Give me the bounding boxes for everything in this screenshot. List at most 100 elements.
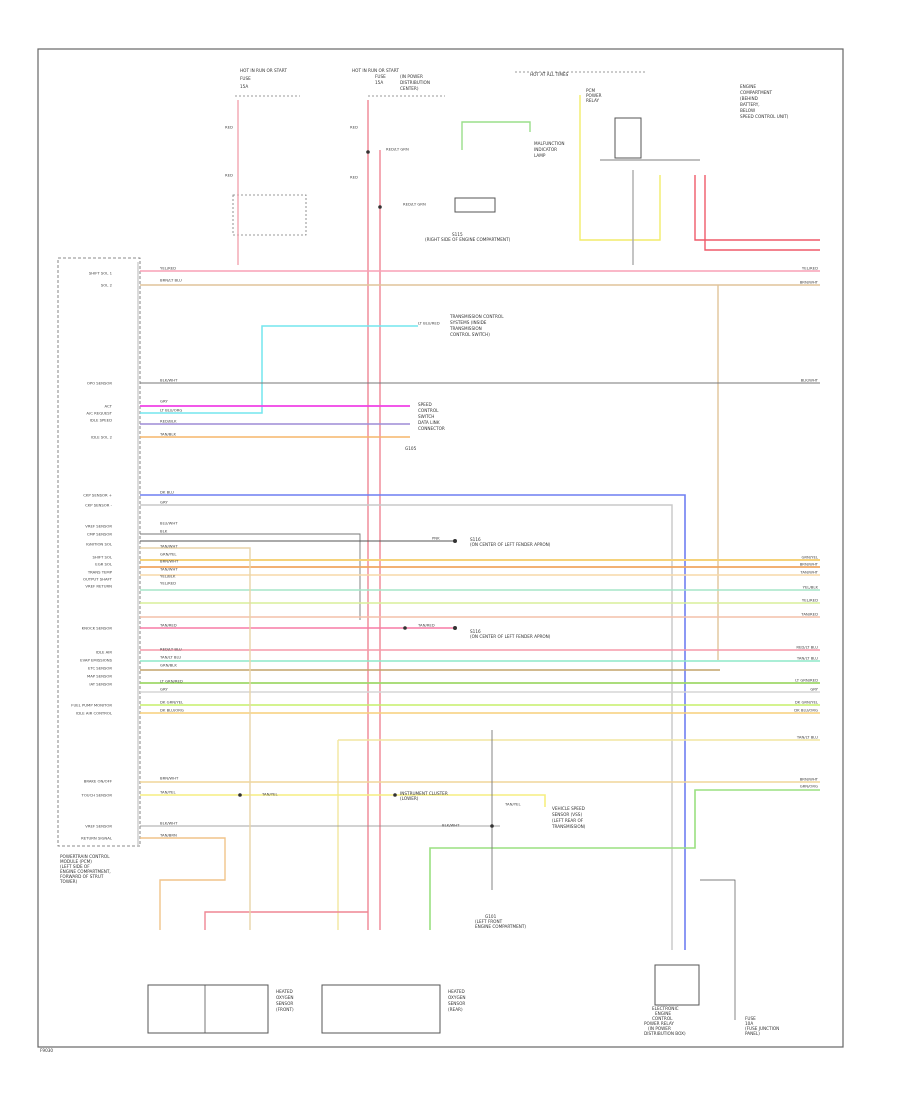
wire-label: TAN/BLK [159,432,176,437]
right-wire-label: LT GRN/RED [795,678,818,683]
wire-label: RED/BLK [160,419,177,424]
right-wire-label: YEL/BLK [803,585,819,590]
vss-label: VEHICLE SPEED SENSOR (VSS) (LEFT REAR OF… [551,806,586,829]
pcm-pin-label: IDLE AIR [96,650,112,655]
heated-o2-rear-box [321,984,441,1034]
splice-mid-label: S116 (ON CENTER OF LEFT FENDER APRON) [470,537,551,547]
wire-label: TAN/BRN [159,833,177,838]
wire-label: BRN/WHT [160,559,179,564]
right-wire-label: BRN/WHT [800,280,819,285]
wire-label: TAN/RED [417,623,435,628]
wire-label: YEL/BLK [160,574,176,579]
instrument-cluster-label: INSTRUMENT CLUSTER (LOWER) [400,791,449,801]
pcm-pin-label: FUEL PUMP MONITOR [71,703,112,708]
wire-tan-lt-blu-2 [337,739,820,930]
pcm-pin-label: OPO SENSOR [87,381,113,386]
shield-label: MALFUNCTION INDICATOR LAMP [534,141,566,158]
wire-brn-wht-b [140,547,251,930]
wire-group [140,95,820,950]
wire-blue [140,494,686,950]
splice-dot [378,205,382,209]
pcm-pin-label: A/C REQUEST [86,411,112,416]
pcm-pin-label: OUTPUT SHAFT [83,577,113,582]
pcm-pin-label: TRANS TEMP [87,570,113,575]
hot-run-left-label: HOT IN RUN OR START FUSE 15A [240,68,288,89]
wire-label: LT GRN/RED [160,679,183,684]
trans-note-label: TRANSMISSION CONTROL SYSTEMS (INSIDE TRA… [449,314,505,337]
wire-label: GRN/BLK [160,663,177,668]
wire-label: LT BLU/ORG [160,408,182,413]
wire-tan-yel [140,794,546,807]
splice-dot [238,793,242,797]
wire-label: TAN/YEL [261,792,278,797]
splice-dot [453,626,457,630]
fuse-right-bottom-label: FUSE 10A (FUSE JUNCTION PANEL) [745,1016,781,1036]
wire-label: DK BLU [160,490,174,495]
pcm-pin-label: KNOCK SENSOR [82,626,113,631]
pcm-pin-label: VREF SENSOR [85,524,112,529]
wire-label: LT BLU/RED [418,321,440,326]
right-wire-label: TAN/WHT [799,570,818,575]
pcm-pin-label: BRAKE ON/OFF [84,779,112,784]
eec-relay-label: ELECTRONIC ENGINE CONTROL POWER RELAY (I… [644,1006,686,1036]
pcm-pin-label: CMP SENSOR [87,532,112,537]
wire-label: RED [225,125,233,130]
wire-label: GRN/YEL [160,552,177,557]
wire-label: BLU/WHT [160,521,178,526]
eec-relay-feed [700,879,736,1020]
right-wire-label: TAN/RED [800,612,818,617]
wire-tan-brn [140,837,226,930]
right-wire-label: GRN/ORG [800,784,818,789]
pcm-pin-label: EGR SOL [95,562,113,567]
wire-label: GRY [160,399,168,404]
wire-label: GRY [160,500,168,505]
g105-label: G105 [405,446,417,451]
wire-cyan [140,325,418,414]
wire-grn-org [429,789,820,930]
wire-label: PNK [432,536,440,541]
pcm-pin-label: SHIFT SOL [92,555,112,560]
wire-label: BLK/WHT [160,378,178,383]
pcm-label: POWERTRAIN CONTROL MODULE (PCM) (LEFT SI… [59,854,112,884]
pcm-relay-label: PCM POWER RELAY [586,88,603,103]
pcm-pin-label: CKP SENSOR - [85,503,113,508]
splice-dot [366,150,370,154]
eec-relay-box [654,964,700,1006]
heated-o2-front-box [147,984,269,1034]
pcm-pin-label: IDLE SOL 2 [91,435,112,440]
pcm-block [57,257,141,847]
shield-note-label: S115 (RIGHT SIDE OF ENGINE COMPARTMENT) [425,232,511,242]
wire-label: RED [225,173,233,178]
wire-label: RED/LT BLU [160,647,182,652]
wire-label: BRN/LT BLU [160,278,182,283]
wire-label: YEL/RED [160,266,176,271]
wire-blk [140,533,361,620]
splice-knock-label: S116 (ON CENTER OF LEFT FENDER APRON) [470,629,551,639]
wire-red-lt-grn-b [204,911,368,930]
pcm-pin-label: SOL 2 [101,283,113,288]
right-wire-label: TAN/LT BLU [796,735,818,740]
wire-green-top [461,121,531,150]
pcm-pin-label: ETC SENSOR [88,666,112,671]
engine-compartment-label: ENGINE COMPARTMENT (BEHIND BATTERY, BELO… [740,84,789,119]
splice-box-top [232,194,307,236]
wire-label: RED/LT GRN [403,202,426,207]
pcm-pin-label: ACT [104,404,112,409]
wire-gray-2 [140,504,673,950]
wire-label: GRY [160,687,168,692]
pcm-pin-label: IDLE AIR CONTROL [76,711,113,716]
pcm-pin-label: CKP SENSOR + [83,493,112,498]
wire-label: BRN/WHT [160,776,179,781]
wire-label: BLK/WHT [442,823,460,828]
wire-label: RED [350,175,358,180]
wire-label: DK GRN/YEL [160,700,184,705]
splice-dot [453,539,457,543]
g101-label: G101 (LEFT FRONT ENGINE COMPARTMENT) [475,914,526,929]
pcm-pin-label: IDLE SPEED [90,418,112,423]
pcm-relay-box [614,117,642,159]
mil-label: SPEED CONTROL SWITCH DATA LINK CONNECTOR [418,402,445,431]
splice-dot [393,793,397,797]
pcm-pin-label: TOUCH SENSOR [81,793,113,798]
pcm-pin-label: IAT SENSOR [89,682,112,687]
